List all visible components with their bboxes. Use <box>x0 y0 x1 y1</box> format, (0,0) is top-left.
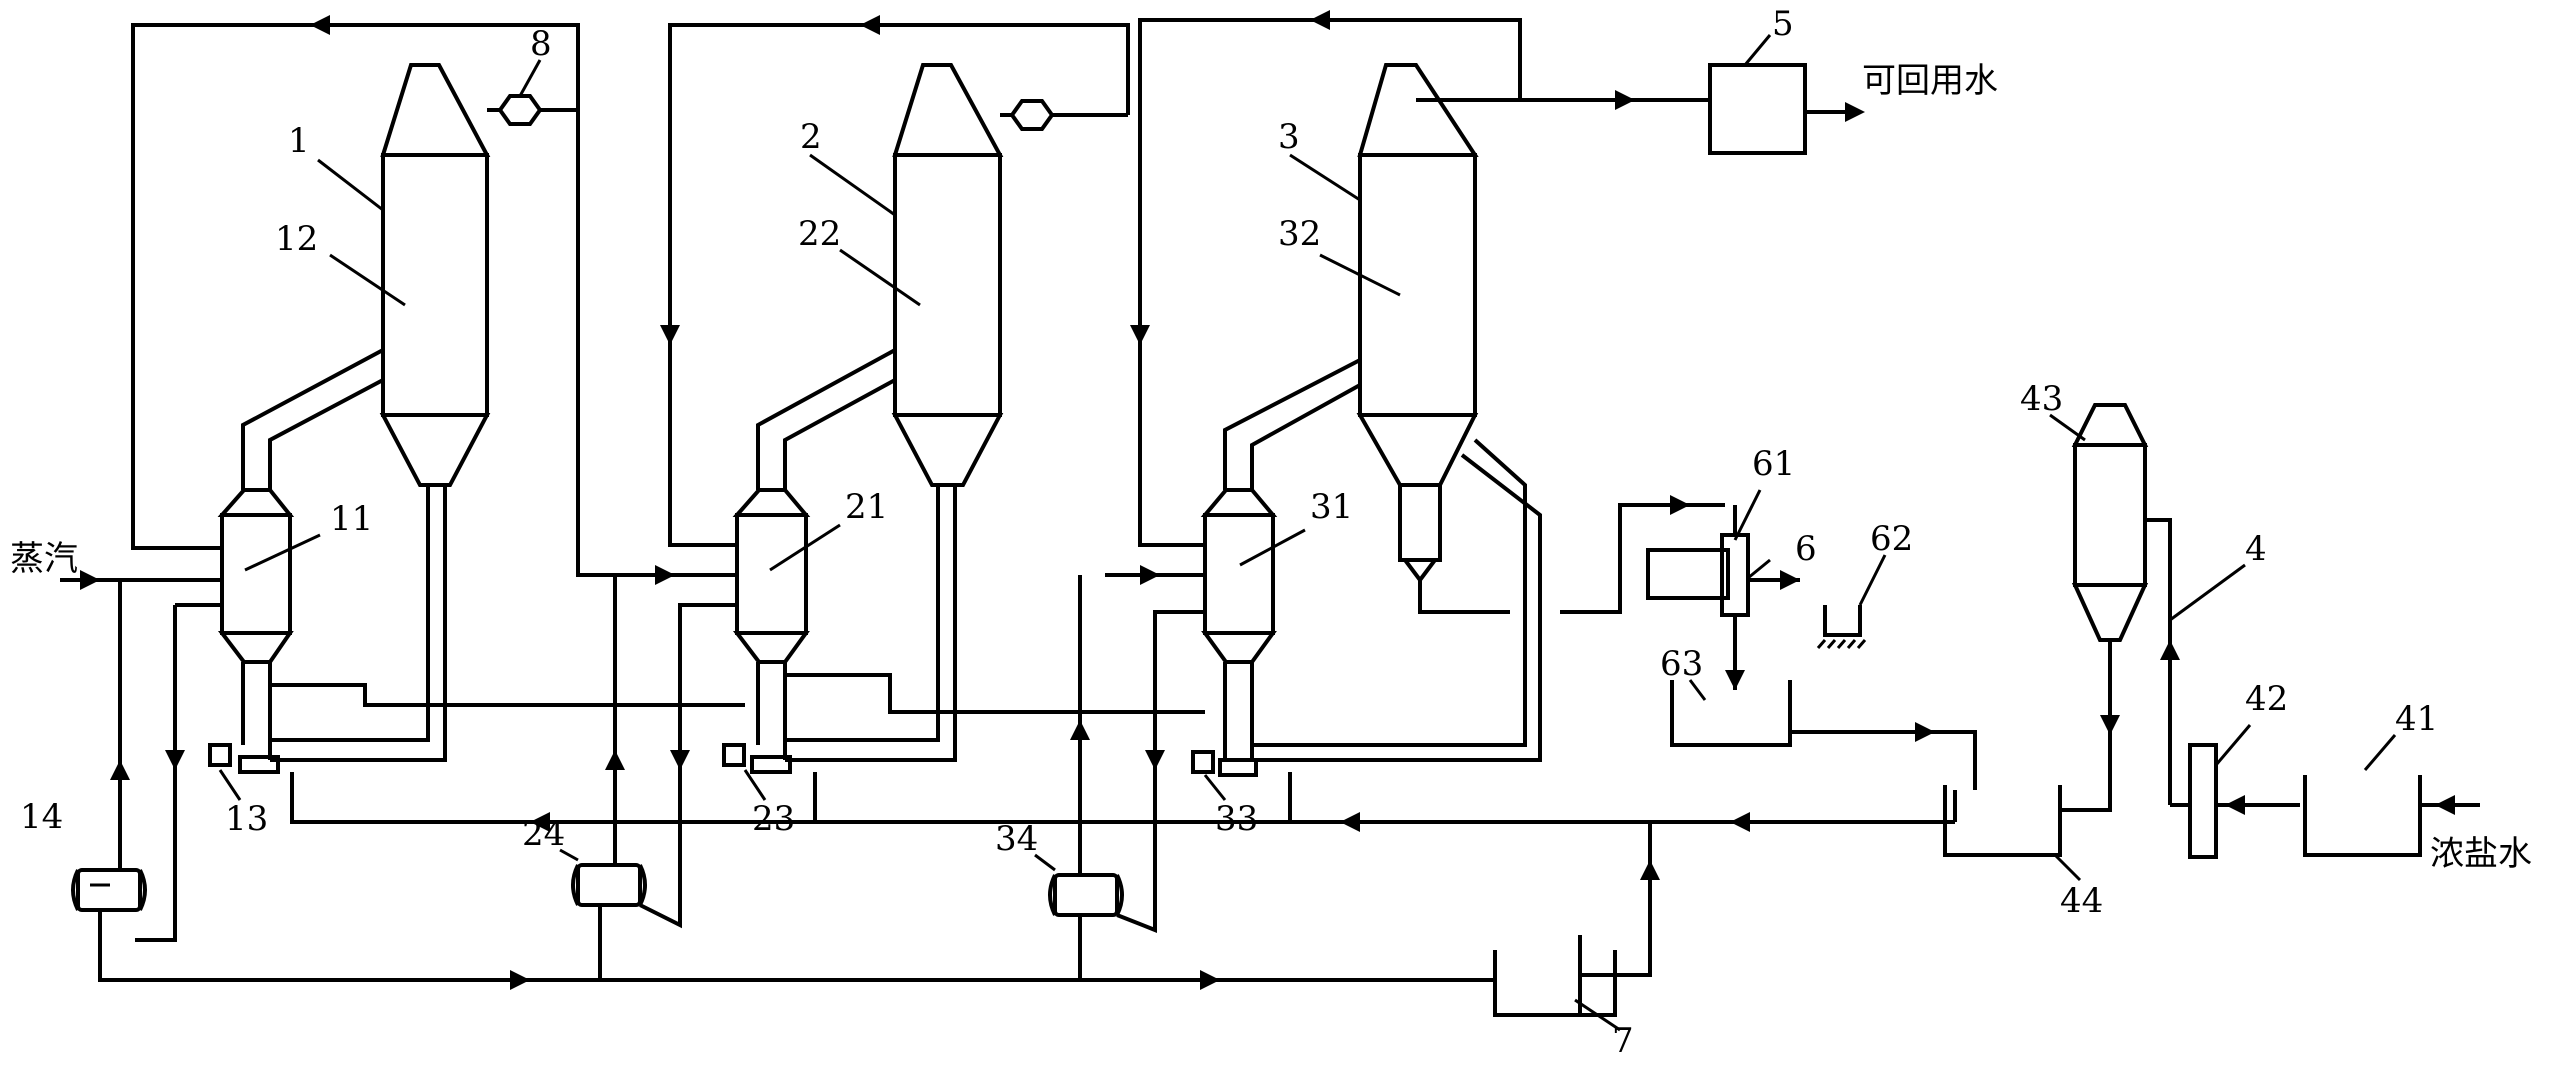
label-31: 31 <box>1310 487 1353 527</box>
preheater-14 <box>71 868 600 982</box>
separator-1-body <box>381 153 489 417</box>
label-32: 32 <box>1278 214 1321 254</box>
vapor-return-lines <box>131 10 1710 585</box>
separator-1-top-cone <box>380 63 491 157</box>
reusable-water-label: 可回用水 <box>1862 61 1998 101</box>
heater-21-body <box>735 513 808 635</box>
effect-3-evaporator <box>1191 63 1542 777</box>
pre-evaporator-43 <box>2071 403 2180 805</box>
label-63: 63 <box>1660 644 1703 684</box>
brine-return-main <box>290 772 1957 832</box>
solid-outlet-62 <box>1823 605 1862 637</box>
label-4: 4 <box>2245 529 2267 569</box>
preheater-34 <box>1048 575 1205 980</box>
label-42: 42 <box>2245 679 2288 719</box>
label-23: 23 <box>752 799 795 839</box>
filter-42 <box>2188 743 2218 859</box>
separator-1-bottom-cone <box>379 413 491 487</box>
label-62: 62 <box>1870 519 1913 559</box>
heater-31-body <box>1203 513 1275 635</box>
leader-lines <box>90 34 2397 1032</box>
label-24: 24 <box>522 814 565 854</box>
pump-33 <box>1191 750 1215 774</box>
label-43: 43 <box>2020 379 2063 419</box>
separator-2-bottom-cone <box>891 413 1004 487</box>
label-11: 11 <box>330 499 373 539</box>
heater-11-bottom <box>217 631 294 664</box>
condensate-tank-5 <box>1708 63 1807 155</box>
label-33: 33 <box>1215 799 1258 839</box>
separator-2-body <box>893 153 1002 417</box>
separator-3-leg <box>1398 483 1442 562</box>
compressor-8 <box>497 94 543 126</box>
centrifuge-6 <box>1560 495 1867 690</box>
label-34: 34 <box>995 819 1038 859</box>
component-labels: 1 12 11 8 13 14 2 22 21 23 24 3 32 31 33… <box>10 4 2532 1061</box>
centrifuge-61 <box>1720 533 1750 617</box>
circulation-lines <box>270 673 1205 714</box>
label-8: 8 <box>530 24 552 64</box>
pump-13 <box>208 743 232 767</box>
label-2: 2 <box>800 117 822 157</box>
label-44: 44 <box>2060 881 2103 921</box>
label-5: 5 <box>1772 4 1794 44</box>
tank-7 <box>1493 950 1617 1017</box>
compressor-2 <box>1009 99 1055 131</box>
heater-11-body <box>220 513 292 635</box>
effect-2-evaporator <box>722 63 1128 774</box>
tank-63 <box>1670 680 1792 747</box>
separator-2-top-cone <box>892 63 1004 157</box>
label-22: 22 <box>798 214 841 254</box>
label-6: 6 <box>1795 529 1817 569</box>
preheater-24 <box>571 575 737 980</box>
label-61: 61 <box>1752 444 1795 484</box>
label-3: 3 <box>1278 117 1300 157</box>
concentrated-brine-label: 浓盐水 <box>2430 834 2532 874</box>
label-1: 1 <box>288 121 310 161</box>
steam-inlet <box>60 570 222 942</box>
separator-3-top-cone <box>1357 63 1479 157</box>
label-12: 12 <box>275 219 318 259</box>
effect-1-evaporator <box>208 63 578 774</box>
label-14: 14 <box>20 797 63 837</box>
tank-41 <box>2303 775 2422 857</box>
steam-label: 蒸汽 <box>10 539 78 579</box>
pump-23 <box>722 743 746 767</box>
heater-11-top <box>217 488 295 517</box>
label-41: 41 <box>2395 699 2438 739</box>
label-7: 7 <box>1612 1021 1634 1061</box>
label-13: 13 <box>225 799 268 839</box>
label-21: 21 <box>845 487 888 527</box>
tank-44 <box>1943 785 2062 857</box>
